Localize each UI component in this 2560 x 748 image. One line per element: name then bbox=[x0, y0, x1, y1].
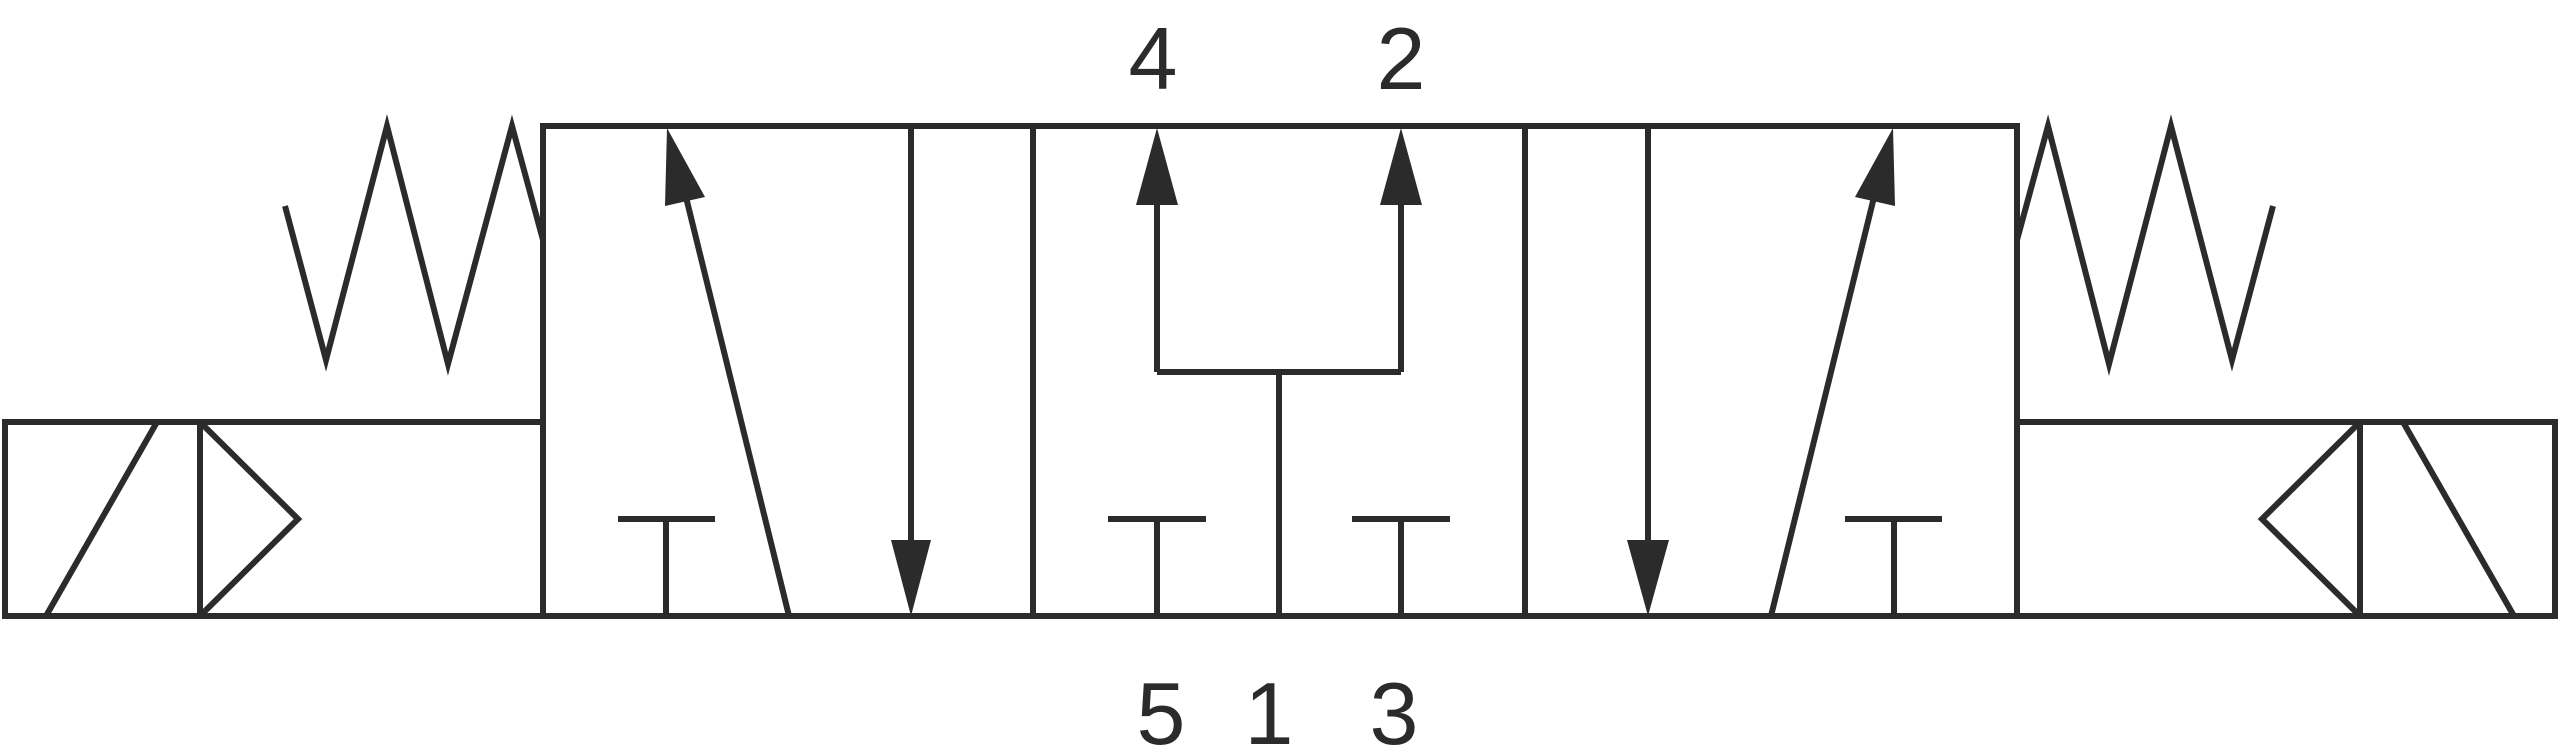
port-label-3: 3 bbox=[1370, 664, 1419, 748]
center-position-flow-paths bbox=[1108, 200, 1450, 616]
arrowhead-left-down bbox=[891, 540, 931, 616]
arrowhead-right-diagonal bbox=[1855, 128, 1895, 206]
left-operator-box bbox=[197, 419, 546, 619]
right-solenoid bbox=[2357, 419, 2558, 619]
port-label-4: 4 bbox=[1129, 9, 1178, 108]
arrowhead-port-2-up bbox=[1380, 128, 1422, 205]
left-position-flow-paths bbox=[618, 126, 914, 617]
left-spring bbox=[282, 114, 546, 376]
arrowhead-right-down bbox=[1627, 540, 1669, 616]
right-operator-box bbox=[2014, 419, 2363, 619]
valve-position-left bbox=[540, 123, 1036, 619]
valve-position-right bbox=[1522, 123, 2020, 619]
right-position-flow-paths bbox=[1645, 126, 1942, 617]
port-label-5: 5 bbox=[1137, 664, 1186, 748]
right-spring bbox=[2014, 114, 2276, 376]
arrowhead-left-diagonal bbox=[665, 128, 705, 206]
port-label-2: 2 bbox=[1377, 9, 1426, 108]
arrowhead-port-4-up bbox=[1136, 128, 1178, 205]
port-label-1: 1 bbox=[1245, 664, 1294, 748]
left-solenoid bbox=[2, 419, 203, 619]
